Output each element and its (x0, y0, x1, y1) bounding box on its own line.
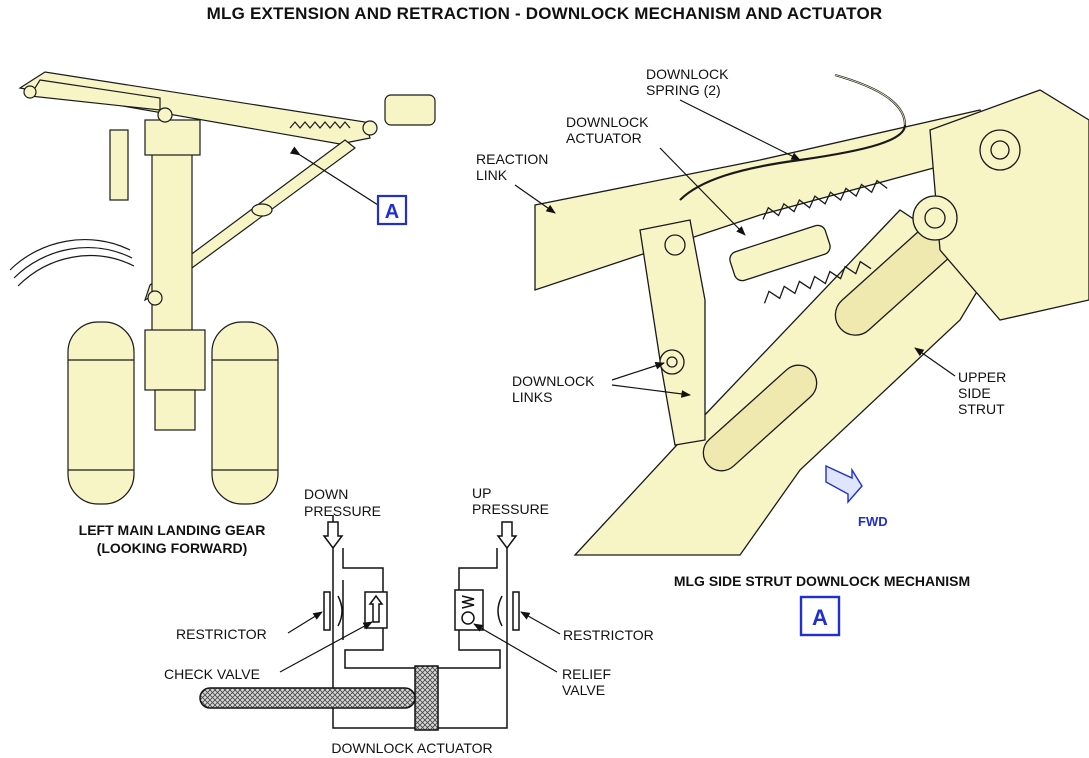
label-up-pressure-1: UP (472, 485, 491, 501)
gear-callout-a: A (289, 146, 408, 226)
downlock-actuator-part (729, 224, 831, 282)
actuator-rod (199, 687, 416, 709)
label-relief-valve-1: RELIEF (562, 666, 611, 682)
actuator-schematic (199, 515, 520, 731)
page-title: MLG EXTENSION AND RETRACTION - DOWNLOCK … (206, 4, 883, 23)
forward-arrow-icon: FWD (825, 464, 888, 529)
gear-shock-strut (151, 149, 193, 341)
label-upper-side-strut-2: SIDE (958, 385, 991, 401)
schematic-leader-lines (279, 611, 561, 673)
actuator-piston (414, 665, 439, 731)
label-downlock-actuator-2: ACTUATOR (566, 130, 642, 146)
gear-caption-line2: (LOOKING FORWARD) (97, 540, 248, 556)
label-downlock-links-2: LINKS (512, 389, 552, 405)
detail-callout-a: A (799, 595, 841, 637)
landing-gear-illustration (9, 71, 436, 505)
detail-leader-lines (514, 99, 956, 398)
gear-callout-label: A (385, 201, 399, 223)
label-downlock-actuator-caption: DOWNLOCK ACTUATOR (331, 740, 492, 756)
label-relief-valve-2: VALVE (562, 682, 605, 698)
label-restrictor-right: RESTRICTOR (563, 627, 654, 643)
detail-caption: MLG SIDE STRUT DOWNLOCK MECHANISM (674, 573, 970, 589)
label-upper-side-strut-3: STRUT (958, 401, 1005, 417)
label-down-pressure-1: DOWN (304, 486, 348, 502)
strut-upper-fitting (929, 89, 1089, 321)
label-check-valve: CHECK VALVE (164, 666, 260, 682)
label-reaction-link-2: LINK (476, 167, 508, 183)
gear-caption-line1: LEFT MAIN LANDING GEAR (79, 522, 266, 538)
label-up-pressure-2: PRESSURE (472, 501, 549, 517)
label-reaction-link-1: REACTION (476, 151, 548, 167)
gear-tire-left (67, 321, 135, 505)
label-downlock-actuator-1: DOWNLOCK (566, 114, 649, 130)
label-restrictor-left: RESTRICTOR (176, 626, 267, 642)
label-downlock-spring-2: SPRING (2) (646, 82, 721, 98)
downlock-mechanism-illustration (534, 73, 1089, 556)
downlock-spring-upper (762, 179, 888, 220)
fwd-label: FWD (858, 514, 888, 529)
label-down-pressure-2: PRESSURE (304, 503, 381, 519)
label-downlock-spring-1: DOWNLOCK (646, 66, 729, 82)
detail-callout-label: A (812, 605, 828, 630)
label-upper-side-strut-1: UPPER (958, 369, 1006, 385)
gear-tire-right (211, 321, 279, 505)
label-downlock-links-1: DOWNLOCK (512, 373, 595, 389)
downlock-spring-lower (763, 260, 872, 304)
